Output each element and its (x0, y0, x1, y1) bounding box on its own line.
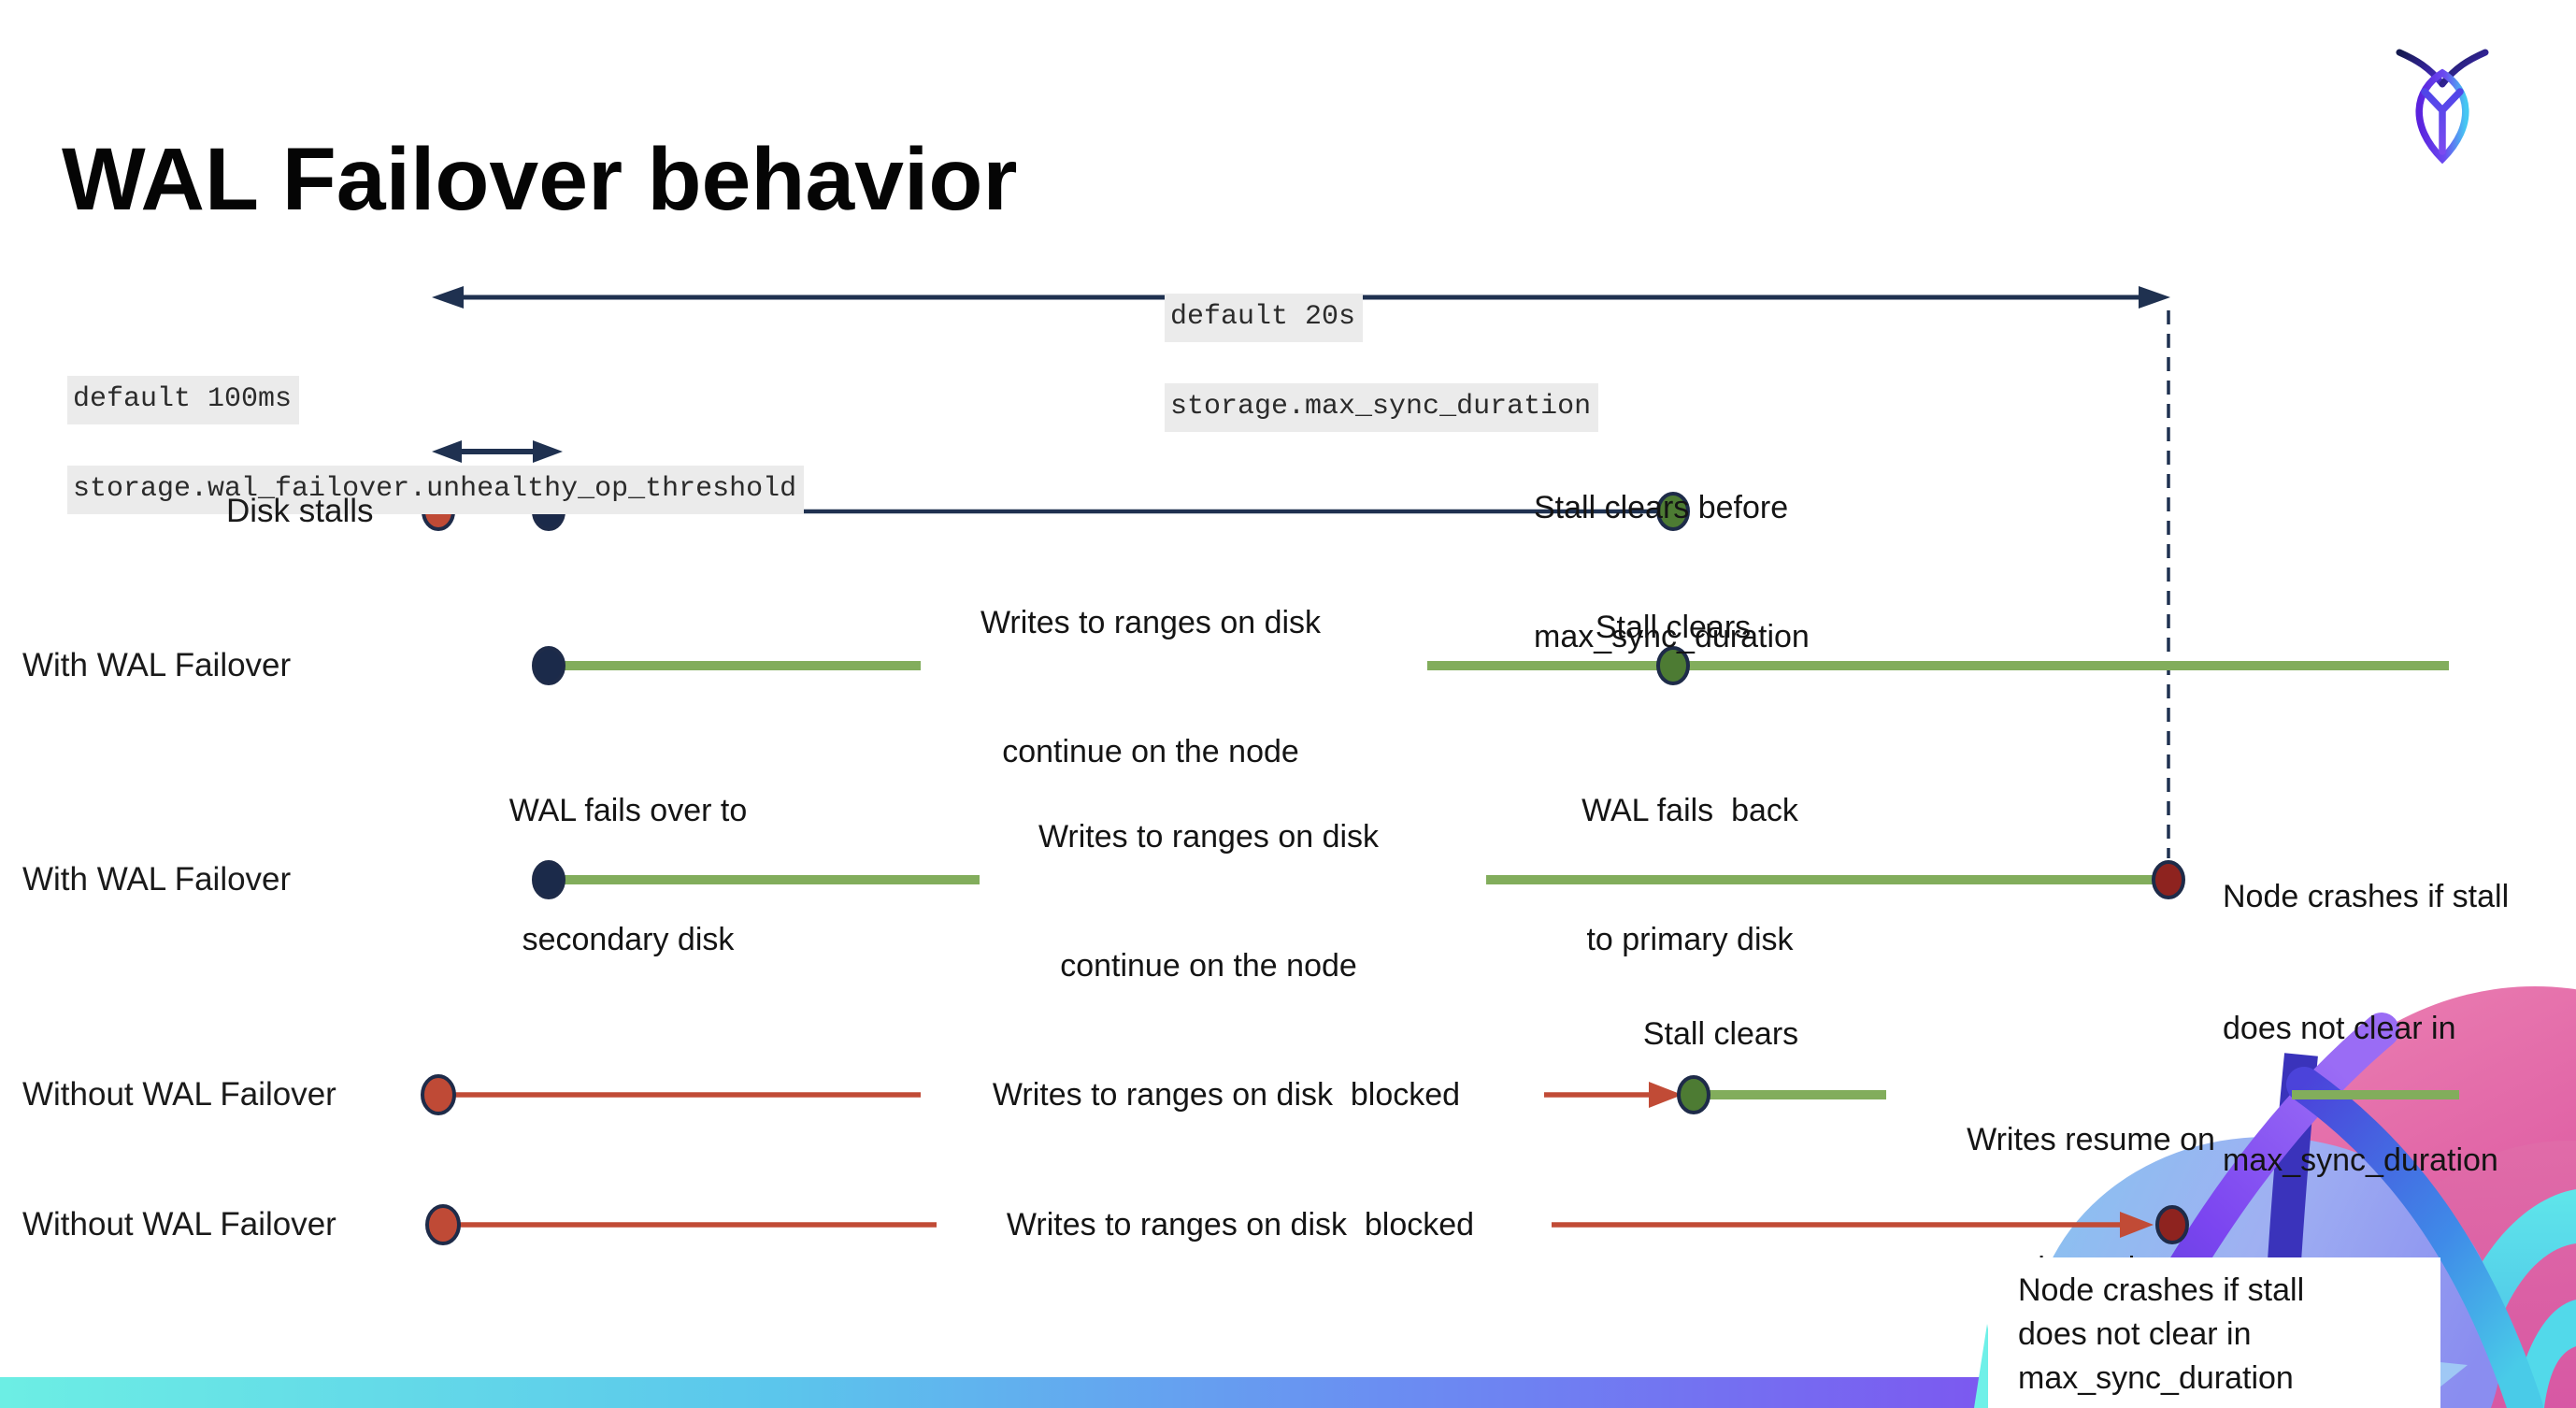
annotation-wal-fails-over: WAL fails over to secondary disk (508, 793, 748, 957)
row-label-with-wal-failover-1: With WAL Failover (22, 647, 292, 683)
row-label-without-wal-failover-1: Without WAL Failover (22, 1076, 336, 1113)
failover-dot (532, 860, 565, 899)
timeline-with-wal-failover-crash (532, 860, 2185, 899)
timeline-with-wal-failover-clears (532, 646, 2449, 685)
stall-clears-dot (1656, 492, 1690, 531)
node-crash-dot (2152, 860, 2185, 899)
annotation-node-crashes-row3: Node crashes if stall does not clear in … (2223, 879, 2510, 1178)
row-label-with-wal-failover-2: With WAL Failover (22, 861, 292, 898)
annotation-writes-blocked-row5: Writes to ranges on disk blocked (1006, 1207, 1475, 1243)
failback-dot (1656, 646, 1690, 685)
unhealthy-op-threshold-setting-label: default 100ms storage.wal_failover.unhea… (34, 335, 805, 514)
cockroachdb-logo-icon (2396, 49, 2489, 165)
row-label-disk-stalls: Disk stalls (226, 493, 374, 529)
crash-callout-box: Node crashes if stall does not clear in … (1988, 1257, 2440, 1408)
stall-start-dot (421, 1074, 456, 1115)
annotation-wal-fails-back: WAL fails back to primary disk (1581, 793, 1798, 957)
setting-default-value: default 100ms (67, 376, 300, 424)
setting-name: storage.wal_failover.unhealthy_op_thresh… (67, 466, 805, 514)
annotation-writes-blocked-row4: Writes to ranges on disk blocked (992, 1077, 1461, 1113)
node-crash-dot (2155, 1205, 2189, 1244)
page-title: WAL Failover behavior (62, 129, 1018, 229)
row-label-without-wal-failover-2: Without WAL Failover (22, 1206, 336, 1243)
failover-dot (532, 646, 565, 685)
red-arrowhead (2120, 1212, 2154, 1238)
stall-clears-dot (1677, 1075, 1710, 1114)
red-arrowhead (1649, 1082, 1682, 1108)
stall-start-dot (425, 1204, 461, 1245)
setting-default-value: default 20s (1165, 294, 1364, 342)
annotation-stall-clears-before: Stall clears before max_sync_duration (1534, 490, 1810, 654)
annotation-node-crashes-row5: Node crashes if stall does not clear in … (2018, 1272, 2305, 1396)
annotation-stall-clears-row2: Stall clears (1595, 610, 1752, 645)
timeline-without-wal-failover-clears (421, 1074, 2459, 1115)
setting-name: storage.max_sync_duration (1165, 383, 1599, 432)
annotation-writes-continue-row2: Writes to ranges on disk continue on the… (980, 605, 1322, 769)
annotation-writes-continue-row3: Writes to ranges on disk continue on the… (1038, 819, 1380, 984)
unhealthy-op-threshold-arrow (432, 440, 563, 463)
timeline-without-wal-failover-crash (425, 1204, 2189, 1245)
max-sync-duration-setting-label: default 20s storage.max_sync_duration (1131, 252, 1599, 432)
annotation-stall-clears-row4: Stall clears (1642, 1016, 1799, 1052)
